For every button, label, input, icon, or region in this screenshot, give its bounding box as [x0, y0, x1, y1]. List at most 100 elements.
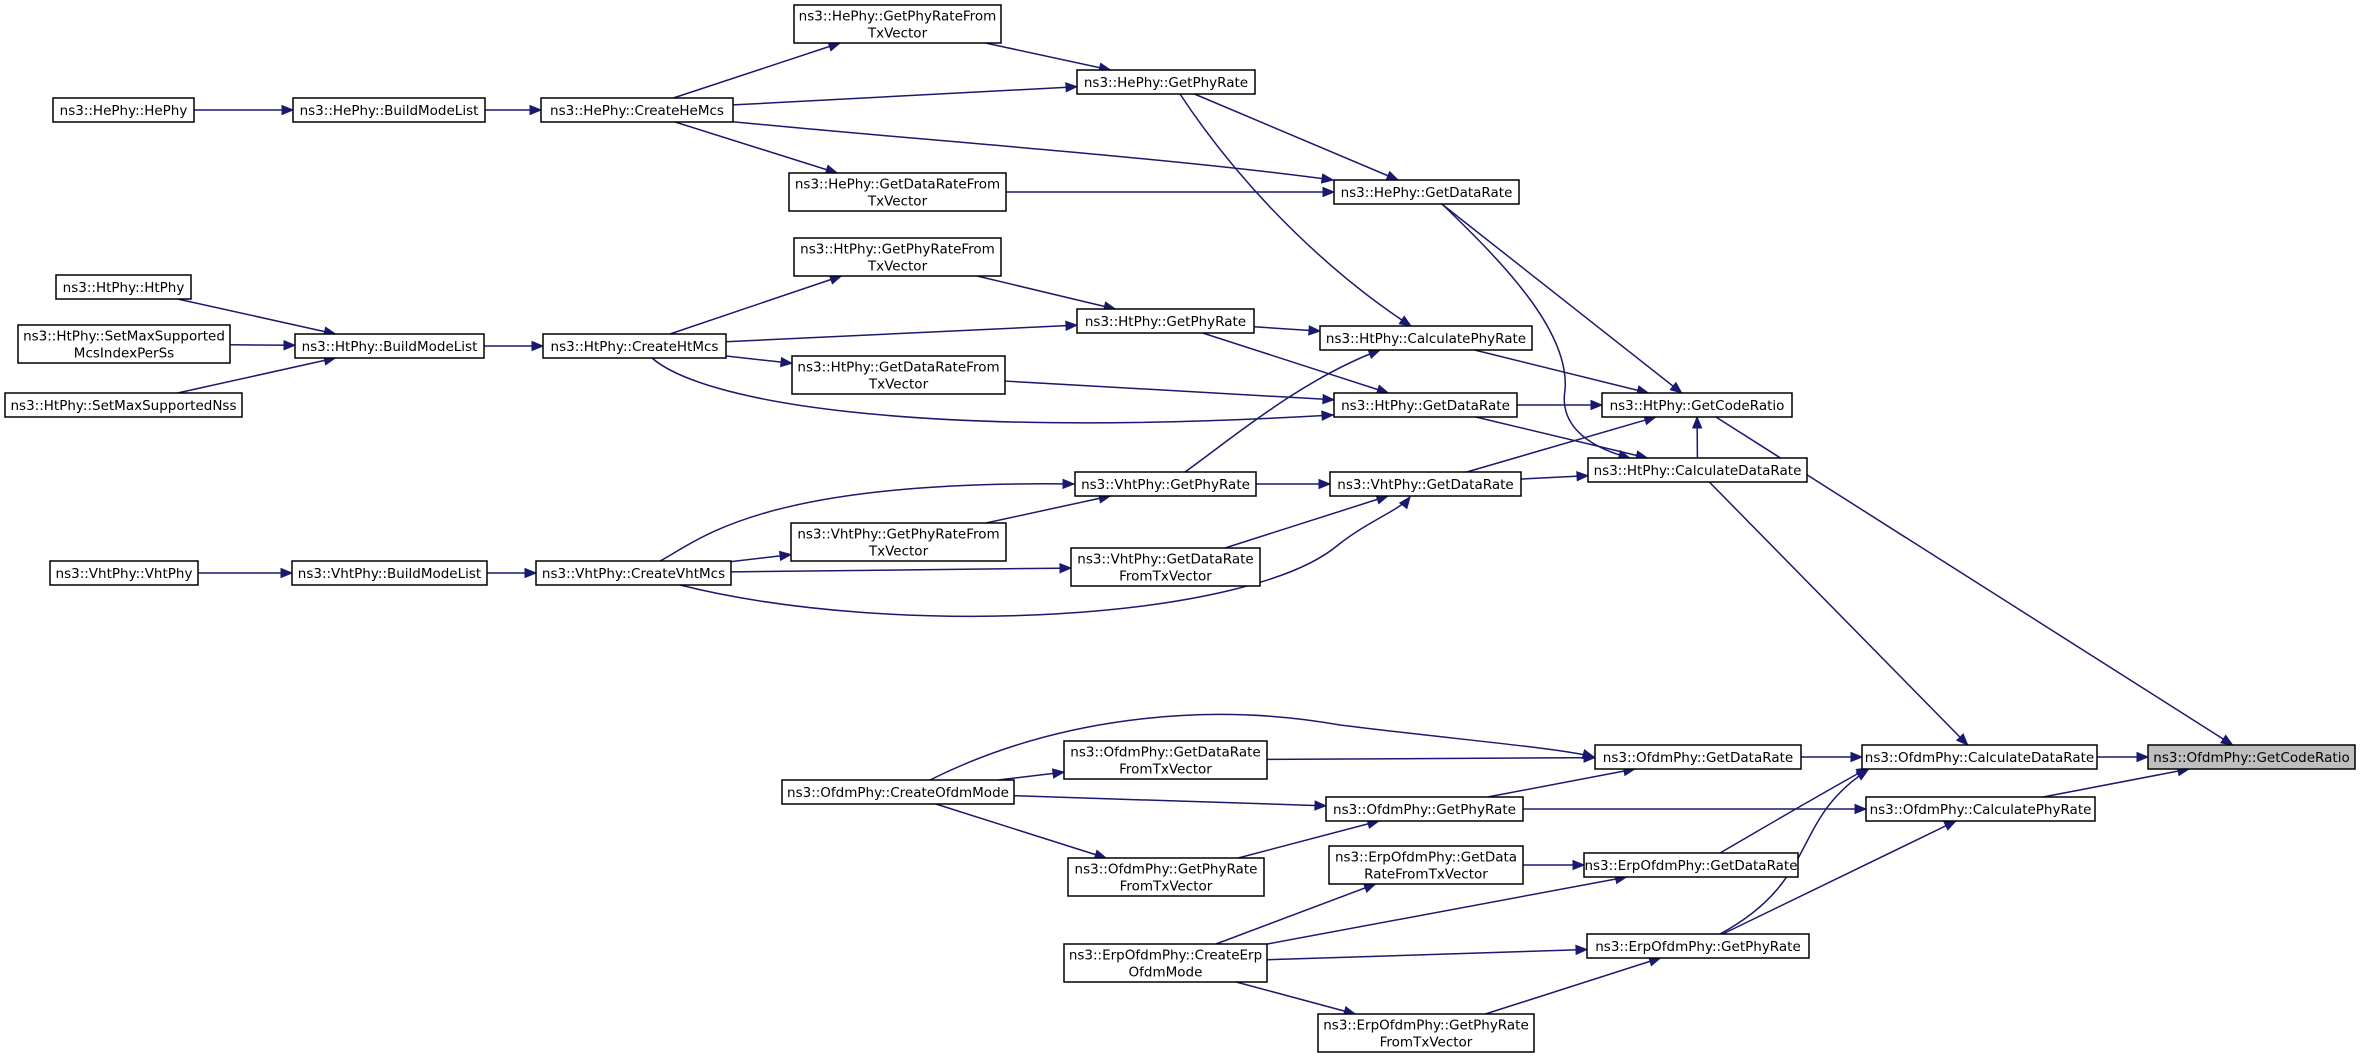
node-ofdmphy-calculatephyrate[interactable]: ns3::OfdmPhy::CalculatePhyRate — [1865, 796, 2096, 822]
node-htphy-createhtmcs[interactable]: ns3::HtPhy::CreateHtMcs — [542, 333, 727, 359]
node-box — [1063, 740, 1268, 780]
node-vhtphy-createvhtmcs[interactable]: ns3::VhtPhy::CreateVhtMcs — [535, 560, 732, 586]
node-label: ns3::OfdmPhy::GetPhyRate — [1333, 802, 1516, 818]
node-box — [1329, 471, 1522, 497]
node-hephy-buildmodelist[interactable]: ns3::HePhy::BuildModeList — [292, 97, 486, 123]
node-label: TxVector — [867, 259, 928, 275]
edge-n33-n30 — [1487, 765, 1637, 798]
node-label: TxVector — [868, 544, 929, 560]
node-box — [294, 333, 485, 359]
node-label: ns3::HePhy::CreateHeMcs — [550, 103, 724, 119]
edge-n36-n3 — [1719, 767, 1870, 854]
node-label: ns3::HePhy::GetDataRateFrom — [795, 177, 1000, 193]
edge-n13-n10 — [732, 82, 1079, 106]
node-box — [1067, 857, 1265, 897]
node-vhtphy-vhtphy[interactable]: ns3::VhtPhy::VhtPhy — [49, 560, 199, 586]
node-label: TxVector — [867, 194, 928, 210]
edge-n24-n9 — [1256, 478, 1332, 490]
edge-n9-n6 — [1520, 470, 1590, 482]
node-ofdmphy-getphyrate[interactable]: ns3::OfdmPhy::GetPhyRate — [1325, 796, 1524, 822]
node-box — [790, 522, 1007, 562]
node-htphy-getdatarate[interactable]: ns3::HtPhy::GetDataRate — [1333, 392, 1518, 418]
node-label: ns3::OfdmPhy::GetDataRate — [1070, 745, 1260, 761]
node-vhtphy-getphyrate[interactable]: ns3::VhtPhy::GetPhyRate — [1074, 471, 1257, 497]
node-hephy-hephy[interactable]: ns3::HePhy::HePhy — [52, 97, 195, 123]
edge-n39-n38 — [1485, 956, 1662, 1015]
node-box — [1074, 471, 1257, 497]
node-label: OfdmMode — [1129, 965, 1203, 981]
node-box — [793, 237, 1002, 277]
edge-n29-n28 — [198, 567, 294, 579]
node-label: ns3::OfdmPhy::GetPhyRate — [1075, 862, 1258, 878]
node-label: ns3::HtPhy::SetMaxSupportedNss — [10, 398, 236, 414]
node-label: ns3::HtPhy::SetMaxSupported — [23, 329, 225, 345]
node-htphy-getcoderatio[interactable]: ns3::HtPhy::GetCodeRatio — [1601, 392, 1793, 418]
node-vhtphy-buildmodelist[interactable]: ns3::VhtPhy::BuildModeList — [291, 560, 488, 586]
node-box — [540, 97, 734, 123]
node-ofdmphy-getcoderatio[interactable]: ns3::OfdmPhy::GetCodeRatio — [2147, 744, 2356, 770]
edge-n10-n7 — [1179, 93, 1413, 327]
node-box — [542, 333, 727, 359]
node-box — [17, 324, 231, 364]
node-label: ns3::OfdmPhy::GetDataRate — [1603, 750, 1793, 766]
edge-n6-n3 — [1708, 481, 1969, 746]
edge-n31-n30 — [1266, 752, 1597, 763]
node-box — [1070, 547, 1261, 587]
node-hephy-getphyrate[interactable]: ns3::HePhy::GetPhyRate — [1076, 69, 1256, 95]
node-htphy-calculatephyrate[interactable]: ns3::HtPhy::CalculatePhyRate — [1319, 325, 1533, 351]
node-box — [55, 274, 192, 300]
node-label: ns3::VhtPhy::GetPhyRateFrom — [797, 527, 999, 543]
node-label: ns3::HtPhy::GetPhyRateFrom — [800, 242, 995, 258]
node-hephy-getdatarate[interactable]: ns3::HePhy::GetDataRate — [1333, 179, 1520, 205]
node-box — [291, 560, 488, 586]
node-ofdmphy-getdatarate[interactable]: ns3::OfdmPhy::GetDataRate — [1594, 744, 1802, 770]
node-box — [1319, 325, 1533, 351]
node-htphy-getphyrate[interactable]: ns3::HtPhy::GetPhyRate — [1076, 308, 1255, 334]
edge-n8-n2 — [1517, 399, 1604, 411]
node-htphy-setmaxsupportednss[interactable]: ns3::HtPhy::SetMaxSupportedNss — [4, 392, 243, 418]
node-label: ns3::HePhy::GetPhyRateFrom — [799, 9, 997, 25]
node-label: ns3::ErpOfdmPhy::GetPhyRate — [1323, 1018, 1529, 1034]
node-htphy-htphy[interactable]: ns3::HtPhy::HtPhy — [55, 274, 192, 300]
node-label: ns3::HtPhy::GetCodeRatio — [1610, 398, 1785, 414]
edge-n32-n31 — [998, 768, 1066, 781]
node-label: ns3::HtPhy::CalculateDataRate — [1594, 463, 1802, 479]
node-box — [52, 97, 195, 123]
node-label: TxVector — [868, 377, 929, 393]
edge-n4-n1 — [2042, 766, 2191, 798]
node-label: ns3::ErpOfdmPhy::GetDataRate — [1584, 858, 1797, 874]
node-hephy-createhemcs[interactable]: ns3::HePhy::CreateHeMcs — [540, 97, 734, 123]
node-box — [788, 172, 1007, 212]
node-label: ns3::HePhy::HePhy — [60, 103, 188, 119]
node-htphy-calculatedatarate[interactable]: ns3::HtPhy::CalculateDataRate — [1587, 457, 1808, 483]
node-htphy-buildmodelist[interactable]: ns3::HtPhy::BuildModeList — [294, 333, 485, 359]
edge-n16-n17 — [976, 275, 1117, 312]
node-box — [1583, 852, 1799, 878]
node-ofdmphy-createofdmmode[interactable]: ns3::OfdmPhy::CreateOfdmMode — [781, 779, 1015, 805]
edge-n11-n10 — [985, 42, 1112, 73]
node-box — [1328, 845, 1524, 885]
edge-n5-n2 — [1441, 203, 1683, 394]
edge-n14-n13 — [485, 104, 543, 116]
node-label: ns3::HtPhy::CreateHtMcs — [551, 339, 719, 355]
node-erpofdmphy-getphyrate[interactable]: ns3::ErpOfdmPhy::GetPhyRate — [1586, 933, 1810, 959]
node-label: McsIndexPerSs — [74, 346, 174, 362]
node-label: ns3::OfdmPhy::GetCodeRatio — [2153, 750, 2349, 766]
node-vhtphy-getdatarate[interactable]: ns3::VhtPhy::GetDataRate — [1329, 471, 1522, 497]
node-erpofdmphy-getdatarate[interactable]: ns3::ErpOfdmPhy::GetDataRate — [1583, 852, 1799, 878]
node-ofdmphy-calculatedatarate[interactable]: ns3::OfdmPhy::CalculateDataRate — [1861, 744, 2098, 770]
node-label: FromTxVector — [1119, 762, 1212, 778]
edge-n25-n24 — [985, 493, 1112, 524]
